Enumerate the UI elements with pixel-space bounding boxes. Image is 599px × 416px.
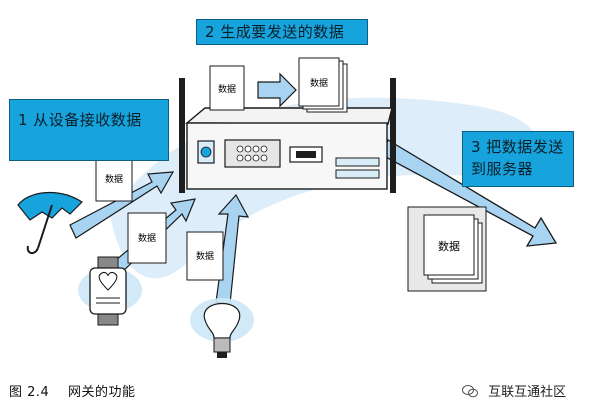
- step3-label: 3 把数据发送到服务器: [462, 131, 574, 187]
- doc-label: 数据: [310, 77, 328, 89]
- umbrella-icon: [17, 191, 83, 254]
- antenna-right: [390, 78, 396, 193]
- doc-generated-stack: 数据: [298, 57, 348, 113]
- doc-bulb: 数据: [186, 231, 224, 281]
- watermark: 互联互通社区: [462, 381, 566, 400]
- doc-label: 数据: [218, 83, 236, 95]
- gateway-slot-2: [335, 169, 380, 179]
- send-to-server-arrow: [381, 139, 558, 247]
- gateway-port-block: [224, 139, 281, 168]
- gateway-device: [186, 122, 388, 190]
- step2-label: 2 生成要发送的数据: [196, 19, 368, 45]
- doc-label: 数据: [196, 250, 214, 262]
- doc-raw-top: 数据: [209, 65, 245, 111]
- doc-watch: 数据: [127, 212, 167, 264]
- doc-label: 数据: [105, 173, 123, 185]
- doc-label: 数据: [438, 239, 460, 253]
- doc-umbrella: 数据: [95, 154, 133, 202]
- figure-title: 网关的功能: [67, 385, 136, 400]
- figure-caption: 图 2.4 网关的功能: [9, 381, 135, 400]
- step1-label: 1 从设备接收数据: [9, 99, 169, 161]
- light-bulb-icon: [190, 298, 254, 358]
- smartwatch-icon: [78, 256, 142, 326]
- doc-label: 数据: [138, 232, 156, 244]
- gateway-led: [200, 146, 212, 158]
- generate-arrow: [257, 72, 297, 108]
- gateway-pins: [236, 145, 268, 162]
- antenna-left: [179, 78, 185, 193]
- umbrella-arrow: [69, 171, 175, 239]
- figure-number: 图 2.4: [9, 385, 50, 400]
- gateway-slot-1: [335, 157, 380, 167]
- doc-server-stack: 数据: [407, 206, 487, 292]
- watermark-text: 互联互通社区: [488, 385, 567, 400]
- bulb-arrow: [215, 193, 250, 305]
- wechat-icon: [462, 385, 478, 398]
